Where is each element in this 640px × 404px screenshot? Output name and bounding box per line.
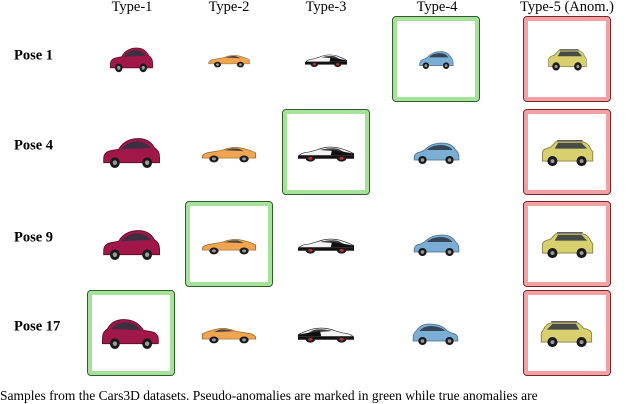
column-header-type-2: Type-2 [208, 0, 250, 15]
car-image-r2-c2 [200, 139, 258, 165]
column-header-type-4: Type-4 [416, 0, 458, 15]
car-image-r3-c1 [100, 224, 162, 264]
car-image-r4-c5 [539, 316, 595, 350]
car-image-r3-c4 [410, 229, 462, 259]
car-image-r2-c4 [410, 137, 462, 167]
car-image-r2-c1 [100, 132, 162, 172]
car-image-r4-c3 [296, 321, 356, 345]
car-image-r4-c1 [100, 313, 162, 353]
column-header-type-3: Type-3 [305, 0, 347, 15]
column-header-type-1: Type-1 [111, 0, 153, 15]
car-image-r3-c5 [539, 227, 595, 261]
car-image-r4-c4 [410, 318, 462, 348]
car-image-r2-c5 [539, 135, 595, 169]
car-image-r2-c3 [296, 140, 356, 164]
row-label-pose-1: Pose 1 [14, 47, 54, 64]
car-image-r1-c2 [207, 49, 251, 70]
column-header-type-5: Type-5 (Anom.) [519, 0, 615, 15]
row-label-pose-9: Pose 9 [14, 229, 54, 246]
figure-caption: Samples from the Cars3D datasets. Pseudo… [0, 388, 538, 403]
car-image-r3-c3 [296, 232, 356, 256]
car-image-r1-c3 [304, 49, 349, 69]
car-image-r1-c5 [546, 45, 588, 73]
car-image-r4-c2 [200, 320, 258, 346]
row-label-pose-17: Pose 17 [14, 318, 61, 335]
row-label-pose-4: Pose 4 [14, 137, 54, 154]
car-image-r1-c4 [417, 47, 456, 72]
car-image-r3-c2 [200, 231, 258, 257]
car-image-r1-c1 [108, 43, 155, 76]
